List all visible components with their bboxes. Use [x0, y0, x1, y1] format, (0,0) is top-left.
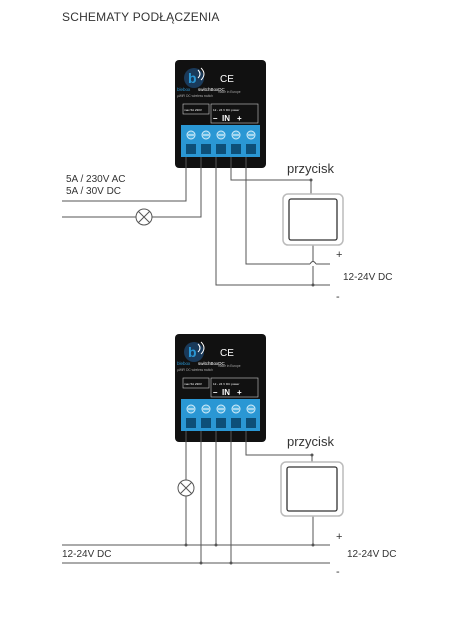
pin-minus: –	[213, 388, 218, 397]
pin-in: IN	[222, 388, 230, 397]
origin-text: made in Europe	[218, 90, 241, 94]
module-subtitle: µWiFi DC wireless switch	[177, 368, 213, 372]
pin-plus: +	[237, 388, 242, 397]
module-top: blebox switchBoxDC µWiFi DC wireless swi…	[174, 59, 267, 169]
lamp-bottom	[177, 479, 195, 497]
plus-sign-top: +	[336, 249, 342, 261]
module-brand: blebox	[177, 87, 191, 92]
relay-spec: max 5A 230V	[184, 382, 202, 386]
diagram-bottom: blebox switchBoxDC µWiFi DC wireless swi…	[62, 333, 396, 578]
plus-sign-bottom: +	[336, 531, 342, 543]
diagram-top: blebox switchBoxDC µWiFi DC wireless swi…	[62, 59, 392, 303]
ce-mark: CE	[220, 74, 234, 85]
lamp-top	[135, 208, 153, 226]
wires-top	[62, 157, 330, 286]
supply-label-left: 12-24V DC	[62, 549, 111, 560]
push-button-top	[282, 193, 344, 246]
module-bottom: blebox switchBoxDC µWiFi DC wireless swi…	[174, 333, 267, 443]
push-button-bottom	[280, 461, 344, 517]
junctions-bottom	[184, 453, 315, 565]
wires-bottom	[62, 431, 330, 564]
pin-in: IN	[222, 114, 230, 123]
relay-spec: max 5A 230V	[184, 108, 202, 112]
minus-sign-bottom: -	[336, 566, 340, 578]
junctions-top	[309, 178, 315, 287]
button-label-top: przycisk	[287, 161, 334, 176]
pin-minus: –	[213, 114, 218, 123]
load-label-dc: 5A / 30V DC	[66, 186, 121, 197]
supply-label-top: 12-24V DC	[343, 272, 392, 283]
ce-mark: CE	[220, 348, 234, 359]
supply-label-right: 12-24V DC	[347, 549, 396, 560]
load-label-ac: 5A / 230V AC	[66, 174, 126, 185]
pin-plus: +	[237, 114, 242, 123]
module-brand: blebox	[177, 361, 191, 366]
power-spec: 12 - 24 V DC power	[213, 108, 239, 112]
power-spec: 12 - 24 V DC power	[213, 382, 239, 386]
page-title: SCHEMATY PODŁĄCZENIA	[62, 10, 220, 24]
module-model: switchBoxDC	[198, 87, 226, 92]
origin-text: made in Europe	[218, 364, 241, 368]
minus-sign-top: -	[336, 291, 340, 303]
module-subtitle: µWiFi DC wireless switch	[177, 94, 213, 98]
module-model: switchBoxDC	[198, 361, 226, 366]
button-label-bottom: przycisk	[287, 434, 334, 449]
